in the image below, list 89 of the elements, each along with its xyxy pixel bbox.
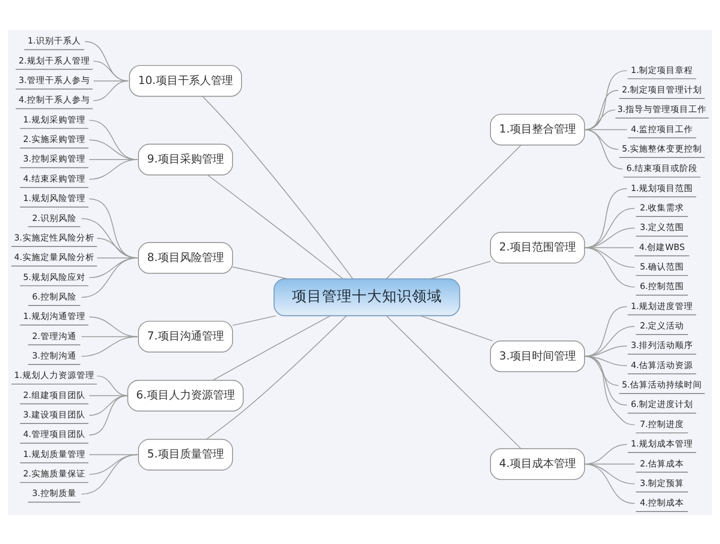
node-text: 1.规划项目范围 bbox=[630, 183, 694, 194]
node-box: 1.项目整合管理 bbox=[490, 113, 585, 145]
connector bbox=[81, 454, 138, 494]
node-text: 2.收集需求 bbox=[640, 202, 684, 213]
connector bbox=[88, 394, 128, 416]
node-text: 1.识别干系人 bbox=[28, 36, 81, 46]
node-text: 4.控制成本 bbox=[640, 498, 684, 508]
connector bbox=[430, 260, 491, 279]
connector bbox=[420, 314, 493, 341]
node-text: 2.实施质量保证 bbox=[23, 469, 86, 480]
node-text: 5.确认范围 bbox=[640, 262, 684, 272]
node-box: 2.项目范围管理 bbox=[490, 231, 585, 264]
node-text: 1.规划进度管理 bbox=[630, 301, 694, 312]
node-text: 2.组建项目团队 bbox=[23, 390, 86, 400]
node-box: 8.项目风险管理 bbox=[138, 242, 233, 274]
node-text: 4.估算活动资源 bbox=[630, 360, 694, 370]
connector bbox=[584, 207, 635, 248]
node-text: 1.规划采购管理 bbox=[23, 114, 86, 125]
node-text: 3.实施定性风险分析 bbox=[14, 232, 94, 243]
node-text: 6.控制风险 bbox=[32, 292, 76, 302]
node-text: 2.管理沟通 bbox=[32, 331, 76, 342]
connector bbox=[584, 128, 628, 130]
connector bbox=[88, 394, 128, 396]
connector bbox=[584, 128, 624, 169]
node-text: 3.管理干系人参与 bbox=[18, 76, 90, 86]
node-text: 1.规划质量管理 bbox=[23, 449, 86, 460]
connector bbox=[81, 336, 138, 356]
connector bbox=[386, 144, 522, 279]
node-text: 5.规划风险应对 bbox=[23, 272, 86, 282]
node-text: 3.建设项目团队 bbox=[23, 410, 86, 420]
node-text: 7.控制进度 bbox=[640, 419, 684, 430]
node-text: 2.识别风险 bbox=[32, 213, 76, 224]
node-text: 3.制定预算 bbox=[640, 478, 684, 488]
node-text: 4.创建WBS bbox=[639, 242, 685, 252]
connector bbox=[212, 314, 331, 380]
node-text: 3.控制沟通 bbox=[32, 350, 76, 361]
connector bbox=[81, 257, 138, 298]
connector bbox=[88, 158, 138, 180]
node-text: 4.控制干系人参与 bbox=[18, 95, 90, 106]
node-text: 2.规划干系人管理 bbox=[18, 56, 90, 66]
node-text: 6.结束项目或阶段 bbox=[626, 164, 698, 174]
node-text: 3.控制质量 bbox=[32, 488, 76, 499]
node-box: 7.项目沟通管理 bbox=[138, 320, 233, 352]
node-text: 1.规划沟通管理 bbox=[23, 312, 86, 322]
node-text: 5.实施整体变更控制 bbox=[622, 144, 702, 154]
connector bbox=[584, 463, 635, 484]
node-text: 5.估算活动持续时间 bbox=[622, 380, 702, 390]
connector bbox=[93, 80, 129, 100]
node-text: 1.规划风险管理 bbox=[23, 194, 86, 204]
node-text: 1.制定项目章程 bbox=[630, 65, 694, 76]
node-text: 4.监控项目工作 bbox=[630, 124, 694, 134]
connector bbox=[206, 315, 347, 440]
node-text: 4.结束采购管理 bbox=[23, 174, 86, 184]
node-text: 6.控制范围 bbox=[640, 282, 684, 292]
connector bbox=[584, 463, 635, 504]
connector bbox=[232, 314, 276, 326]
node-text: 2.定义活动 bbox=[640, 321, 684, 332]
node-text: 3.定义范围 bbox=[640, 222, 684, 233]
node-text: 1.规划人力资源管理 bbox=[14, 370, 94, 381]
node-box: 4.项目成本管理 bbox=[490, 448, 585, 480]
connector bbox=[386, 314, 522, 448]
node-text: 3.指导与管理项目工作 bbox=[617, 104, 707, 115]
connector bbox=[584, 463, 635, 464]
node-box: 3.项目时间管理 bbox=[490, 340, 585, 372]
node-text: 4.管理项目团队 bbox=[23, 430, 86, 440]
node-text: 2.实施采购管理 bbox=[23, 134, 86, 145]
node-box: 9.项目采购管理 bbox=[138, 143, 233, 175]
node-box: 10.项目干系人管理 bbox=[129, 64, 242, 96]
node-text: 2.制定项目管理计划 bbox=[622, 84, 702, 95]
connector bbox=[202, 95, 354, 279]
node-text: 2.估算成本 bbox=[640, 458, 684, 469]
connector bbox=[584, 246, 635, 287]
node-box: 5.项目质量管理 bbox=[138, 438, 233, 470]
node-box: 项目管理十大知识领域 bbox=[274, 278, 460, 316]
node-box: 6.项目人力资源管理 bbox=[127, 379, 244, 411]
connector bbox=[88, 394, 128, 435]
connector bbox=[584, 227, 635, 248]
node-text: 1.规划成本管理 bbox=[630, 439, 694, 450]
connector bbox=[84, 40, 129, 81]
node-text: 4.实施定量风险分析 bbox=[14, 252, 94, 263]
connector bbox=[81, 336, 138, 337]
connector bbox=[584, 355, 635, 425]
node-text: 3.排列活动顺序 bbox=[630, 340, 694, 351]
connector bbox=[584, 325, 635, 356]
connector bbox=[207, 174, 344, 279]
connector bbox=[232, 266, 288, 279]
node-text: 3.控制采购管理 bbox=[23, 154, 86, 164]
connector bbox=[584, 70, 628, 130]
node-text: 6.制定进度计划 bbox=[630, 400, 694, 410]
